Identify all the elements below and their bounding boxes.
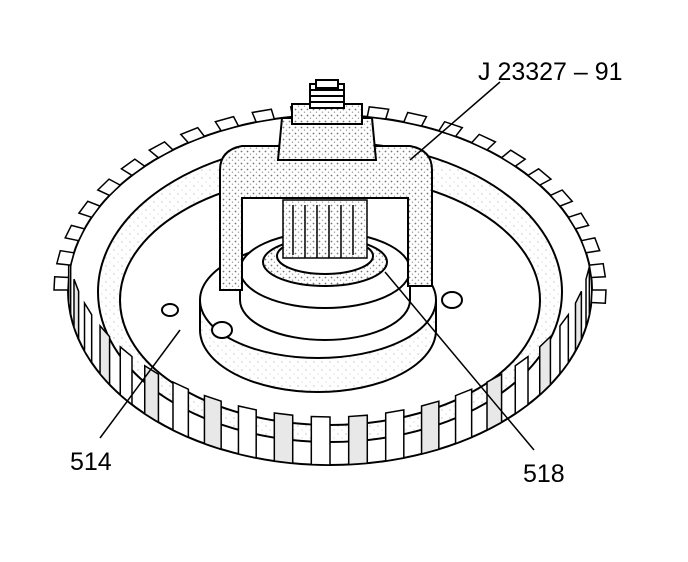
spline-tooth (310, 415, 331, 466)
spline-tooth (347, 414, 369, 466)
spline-tooth (500, 149, 527, 168)
spline-tooth (580, 237, 601, 254)
spline-tooth (99, 323, 111, 387)
spline-tooth (567, 212, 590, 230)
spline-tooth (549, 189, 574, 208)
spline-tooth (77, 200, 102, 219)
leader-514 (99, 329, 181, 439)
center-shaft (282, 199, 368, 259)
spline-tooth (172, 380, 190, 439)
spline-tooth (538, 334, 552, 397)
callout-514: 514 (70, 448, 112, 476)
spline-tooth (64, 224, 86, 242)
spline-tooth (588, 262, 607, 279)
spline-tooth (120, 158, 147, 177)
spline-tooth (437, 120, 464, 138)
leader-518 (384, 271, 535, 451)
spline-tooth (73, 278, 80, 340)
spline-tooth (585, 266, 591, 328)
spline-tooth (402, 111, 428, 127)
spline-tooth (526, 167, 553, 187)
spline-tooth (420, 400, 440, 455)
spring-compressor-tool (219, 79, 433, 291)
spline-tooth (96, 178, 122, 197)
spline-tooth (203, 394, 222, 451)
spline-tooth (147, 140, 175, 159)
callout-tool-number: J 23327 – 91 (478, 58, 623, 86)
spline-tooth (237, 405, 257, 459)
spline-tooth (251, 108, 276, 123)
spline-tooth (574, 290, 583, 352)
leader-tool (409, 81, 501, 161)
callout-518: 518 (523, 460, 565, 488)
spline-tooth (53, 276, 70, 291)
spline-tooth (179, 126, 206, 144)
spline-tooth (83, 300, 93, 366)
leader-lines (99, 81, 535, 451)
spline-tooth (143, 364, 160, 424)
spline-tooth (366, 106, 390, 120)
spline-tooth (514, 355, 529, 416)
drum-spline-teeth (53, 104, 607, 466)
spline-tooth (559, 312, 570, 377)
spline-tooth (384, 409, 405, 462)
spline-tooth (470, 133, 497, 151)
spline-tooth (55, 249, 75, 266)
spline-tooth (214, 115, 240, 132)
spline-tooth (590, 289, 607, 304)
spline-tooth (273, 412, 294, 465)
spline-tooth (454, 388, 473, 445)
spline-tooth (119, 345, 133, 407)
